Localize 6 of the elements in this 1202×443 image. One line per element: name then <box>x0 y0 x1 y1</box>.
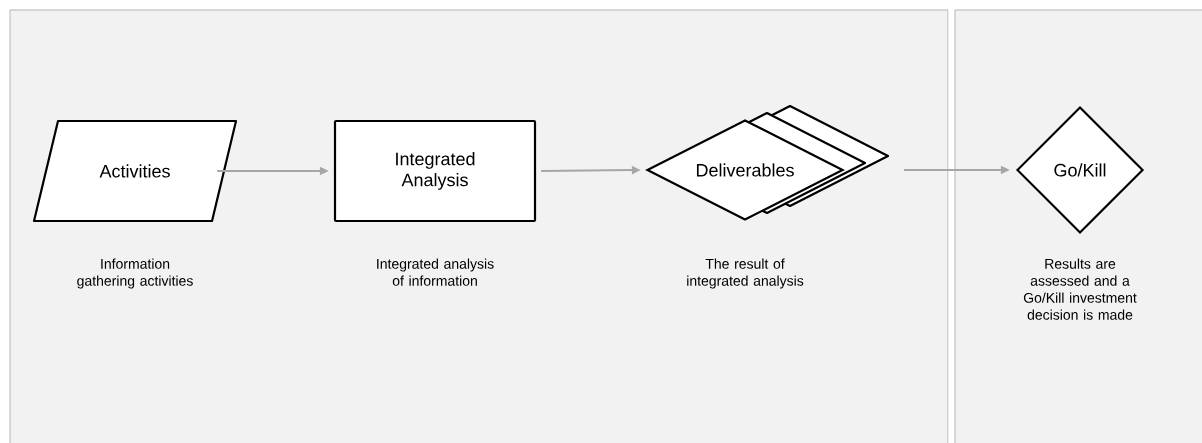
stacked-diamonds: Deliverables <box>645 104 890 221</box>
description-text: Integrated analysis of information <box>377 258 494 286</box>
description-text: Information gathering activities <box>77 258 193 289</box>
description-text: Results are assessed and a Go/Kill investment decision is made <box>1023 258 1137 320</box>
process-box: Integrated Analysis <box>333 119 537 223</box>
description-text: The result of integrated analysis <box>687 258 804 289</box>
